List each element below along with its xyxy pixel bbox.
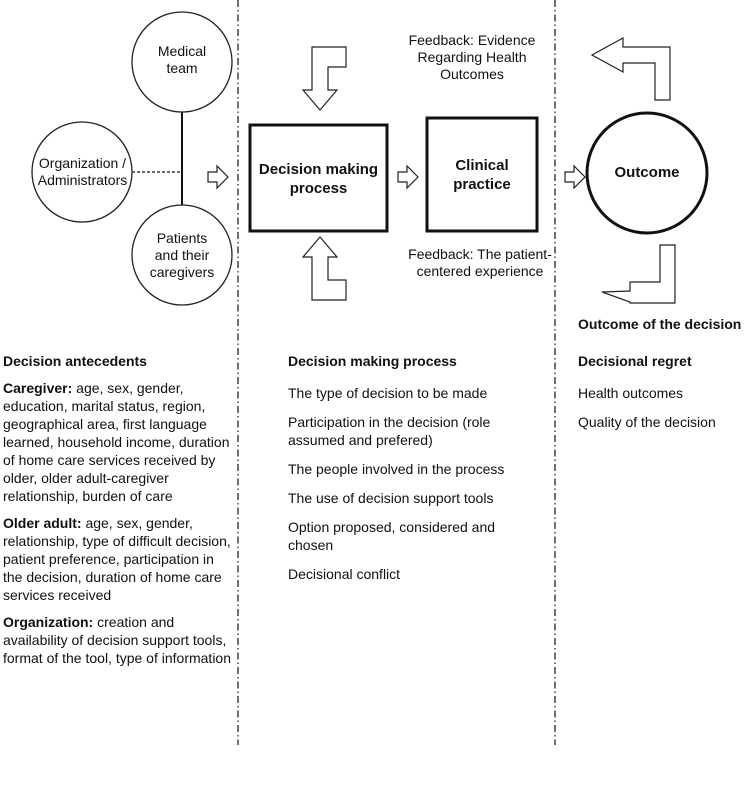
list-item: Health outcomes [578,385,684,401]
older-adult-text: age, sex, gender, relationship, type of … [3,515,231,603]
outcome-label: Outcome [614,164,680,181]
decision-process-column: Decision making process The type of deci… [288,352,528,594]
patients-node [131,204,233,306]
organization-block-label: Organization: [3,614,94,630]
clinical-practice-box [425,116,539,233]
feedback-bottom-label: Feedback: The patient-centered experienc… [408,246,552,279]
organization-block-text: creation and availability of decision su… [3,614,232,666]
list-item: Quality of the decision [578,414,716,430]
decisional-regret-column: Decisional regret Health outcomes Qualit… [578,352,753,442]
caregiver-label: Caregiver: [3,380,73,396]
list-item: Participation in the decision (role assu… [288,414,491,448]
list-item: The type of decision to be made [288,385,488,401]
list-item: Option proposed, considered and chosen [288,519,496,553]
medical-team-node [131,11,233,113]
older-adult-label: Older adult: [3,515,82,531]
list-item: The use of decision support tools [288,490,494,506]
decision-process-heading: Decision making process [288,353,457,369]
clinical-practice-label: Clinical practice [453,157,511,193]
feedback-top-label: Feedback: Evidence Regarding Health Outc… [408,32,536,82]
decision-antecedents-heading: Decision antecedents [3,353,147,369]
decision-antecedents-column: Decision antecedents Caregiver: age, sex… [3,352,235,676]
organization-label: Organization / Administrators [37,155,128,188]
arrow-right-icon [564,164,586,190]
arrow-right-icon [397,164,419,190]
outcome-node [585,111,709,235]
arrow-right-icon [207,164,229,190]
feedback-down-left-arrow-icon [601,244,676,304]
list-item: Decisional conflict [288,566,401,582]
patients-label: Patients and their caregivers [149,230,215,280]
organization-block: Organization: creation and availability … [3,613,235,667]
organization-node [31,121,133,223]
outcome-of-decision-label: Outcome of the decision [578,316,742,332]
feedback-up-arrow-icon [301,236,347,301]
feedback-down-arrow-icon [301,46,347,111]
medical-team-label: Medical team [157,43,207,76]
caregiver-text: age, sex, gender, education, marital sta… [3,380,230,504]
decision-process-label: Decision making process [258,161,379,197]
decisional-regret-heading: Decisional regret [578,353,692,369]
decision-process-box [248,123,389,233]
feedback-up-left-arrow-icon [590,36,671,101]
list-item: The people involved in the process [288,461,505,477]
older-adult-block: Older adult: age, sex, gender, relations… [3,514,235,604]
caregiver-block: Caregiver: age, sex, gender, education, … [3,379,235,505]
